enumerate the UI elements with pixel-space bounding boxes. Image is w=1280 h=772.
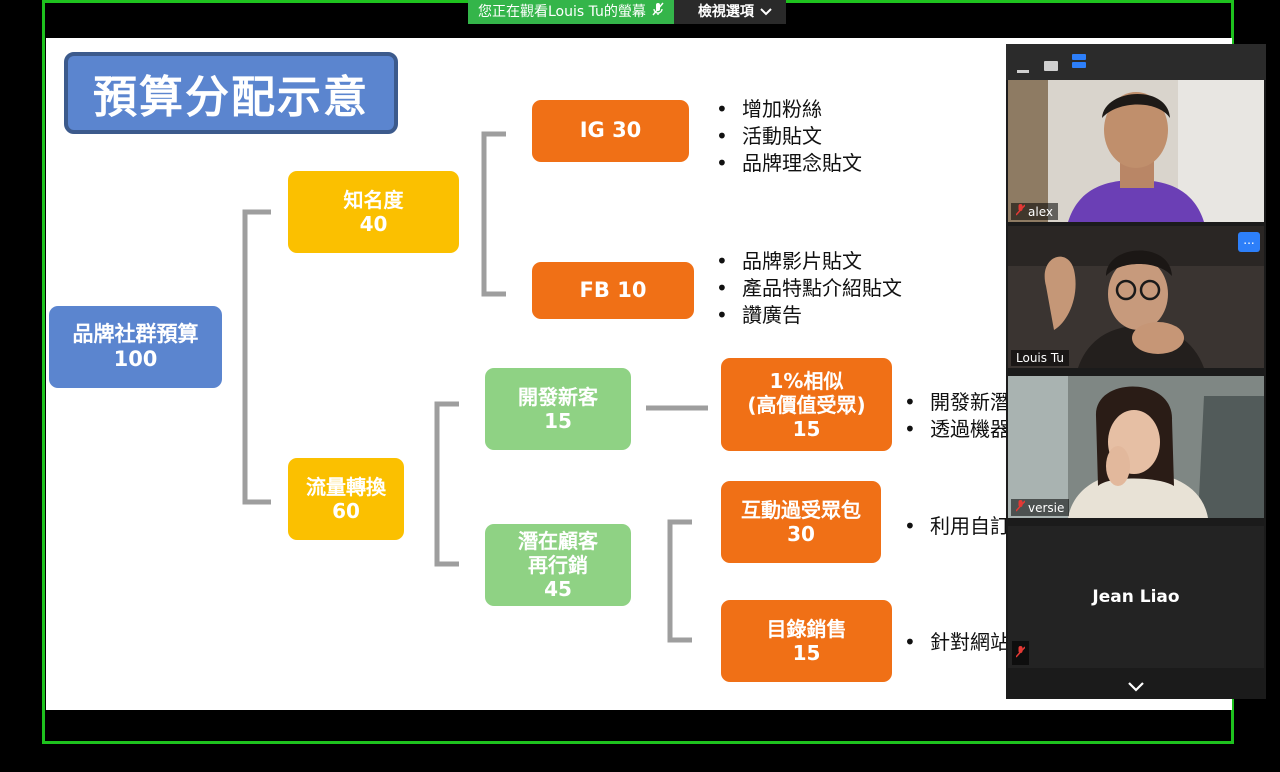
catalog-value: 15 xyxy=(792,641,821,665)
list-item: 品牌理念貼文 xyxy=(714,150,862,177)
lookalike-bullets: 開發新潛 透過機器 xyxy=(902,389,1010,443)
list-item: 針對網站 xyxy=(902,629,1010,656)
participant-name-tag: Louis Tu xyxy=(1011,350,1069,366)
new-customers-box: 開發新客 15 xyxy=(485,368,631,450)
engagement-value: 30 xyxy=(787,522,815,546)
catalog-label: 目錄銷售 xyxy=(766,617,847,641)
root-value: 100 xyxy=(113,347,158,371)
engagement-label: 互動過受眾包 xyxy=(741,498,861,522)
chevron-down-icon xyxy=(760,0,772,24)
gallery-view-icon[interactable] xyxy=(1072,53,1086,72)
ig-box: IG 30 xyxy=(532,100,689,162)
participant-name: alex xyxy=(1028,204,1053,219)
chevron-down-icon xyxy=(1127,677,1145,696)
minimize-icon[interactable] xyxy=(1017,58,1029,77)
conversion-label: 流量轉換 xyxy=(306,475,386,499)
view-options-label: 檢視選項 xyxy=(697,4,754,20)
list-item: 產品特點介紹貼文 xyxy=(714,275,902,302)
participant-name: Jean Liao xyxy=(1092,587,1180,607)
list-item: 透過機器 xyxy=(902,416,1010,443)
mic-muted-icon xyxy=(1012,641,1029,665)
catalog-box: 目錄銷售 15 xyxy=(721,600,892,682)
awareness-value: 40 xyxy=(359,212,388,236)
scroll-down-button[interactable] xyxy=(1006,674,1266,699)
viewing-indicator: 您正在觀看Louis Tu的螢幕 xyxy=(468,0,674,24)
lookalike-label-2: (高價值受眾) xyxy=(747,392,866,417)
share-banner: 您正在觀看Louis Tu的螢幕 檢視選項 xyxy=(468,0,786,24)
participant-name-tag: alex xyxy=(1011,203,1058,220)
lookalike-label-1: 1%相似 xyxy=(769,368,844,393)
ig-bullets: 增加粉絲 活動貼文 品牌理念貼文 xyxy=(714,96,862,177)
fb-bullets: 品牌影片貼文 產品特點介紹貼文 讚廣告 xyxy=(714,248,902,329)
mic-muted-icon xyxy=(1015,500,1026,515)
lookalike-box: 1%相似 (高價值受眾) 15 xyxy=(721,358,892,451)
lookalike-value: 15 xyxy=(792,416,821,441)
panel-toolbar xyxy=(1006,44,1266,80)
fb-label: FB 10 xyxy=(579,277,647,302)
tree-connectors xyxy=(242,131,708,643)
retargeting-box: 潛在顧客 再行銷 45 xyxy=(485,524,631,606)
participant-name: versie xyxy=(1028,500,1065,515)
new-customers-value: 15 xyxy=(544,409,572,433)
viewing-text: 您正在觀看Louis Tu的螢幕 xyxy=(478,4,646,20)
participant-name-tag: versie xyxy=(1011,499,1070,516)
video-feed xyxy=(1008,80,1264,222)
participants-panel: alex ... Louis Tu xyxy=(1006,44,1266,699)
retargeting-label-1: 潛在顧客 xyxy=(518,529,598,553)
video-feed xyxy=(1008,376,1264,518)
conversion-box: 流量轉換 60 xyxy=(288,458,404,540)
video-tile-alex[interactable]: alex xyxy=(1008,80,1264,222)
video-feed xyxy=(1008,226,1264,368)
root-label: 品牌社群預算 xyxy=(72,321,199,346)
awareness-label: 知名度 xyxy=(343,188,404,212)
shared-slide: 預算分配示意 品牌社群預算 100 知名度 40 流量轉換 60 IG 30 F… xyxy=(46,38,1232,710)
ig-label: IG 30 xyxy=(579,118,642,143)
fb-box: FB 10 xyxy=(532,262,694,319)
conversion-value: 60 xyxy=(332,499,360,523)
mic-muted-icon xyxy=(652,0,664,24)
root-budget-box: 品牌社群預算 100 xyxy=(49,306,222,388)
retargeting-value: 45 xyxy=(544,577,572,601)
single-view-icon[interactable] xyxy=(1044,56,1058,75)
awareness-box: 知名度 40 xyxy=(288,171,459,253)
view-options-button[interactable]: 檢視選項 xyxy=(673,0,786,24)
list-item: 增加粉絲 xyxy=(714,96,862,123)
engagement-box: 互動過受眾包 30 xyxy=(721,481,881,563)
slide-title: 預算分配示意 xyxy=(64,52,398,134)
new-customers-label: 開發新客 xyxy=(518,385,598,409)
video-tile-jean-liao[interactable]: Jean Liao xyxy=(1008,526,1264,668)
list-item: 讚廣告 xyxy=(714,302,902,329)
catalog-bullets: 針對網站 xyxy=(902,629,1010,656)
retargeting-label-2: 再行銷 xyxy=(528,553,588,577)
list-item: 開發新潛 xyxy=(902,389,1010,416)
video-tile-louis-tu[interactable]: ... Louis Tu xyxy=(1008,226,1264,368)
list-item: 活動貼文 xyxy=(714,123,862,150)
more-options-button[interactable]: ... xyxy=(1238,232,1260,252)
mic-muted-icon xyxy=(1015,204,1026,219)
participant-name: Louis Tu xyxy=(1016,351,1064,365)
video-tile-versie[interactable]: versie xyxy=(1008,376,1264,518)
list-item: 品牌影片貼文 xyxy=(714,248,902,275)
